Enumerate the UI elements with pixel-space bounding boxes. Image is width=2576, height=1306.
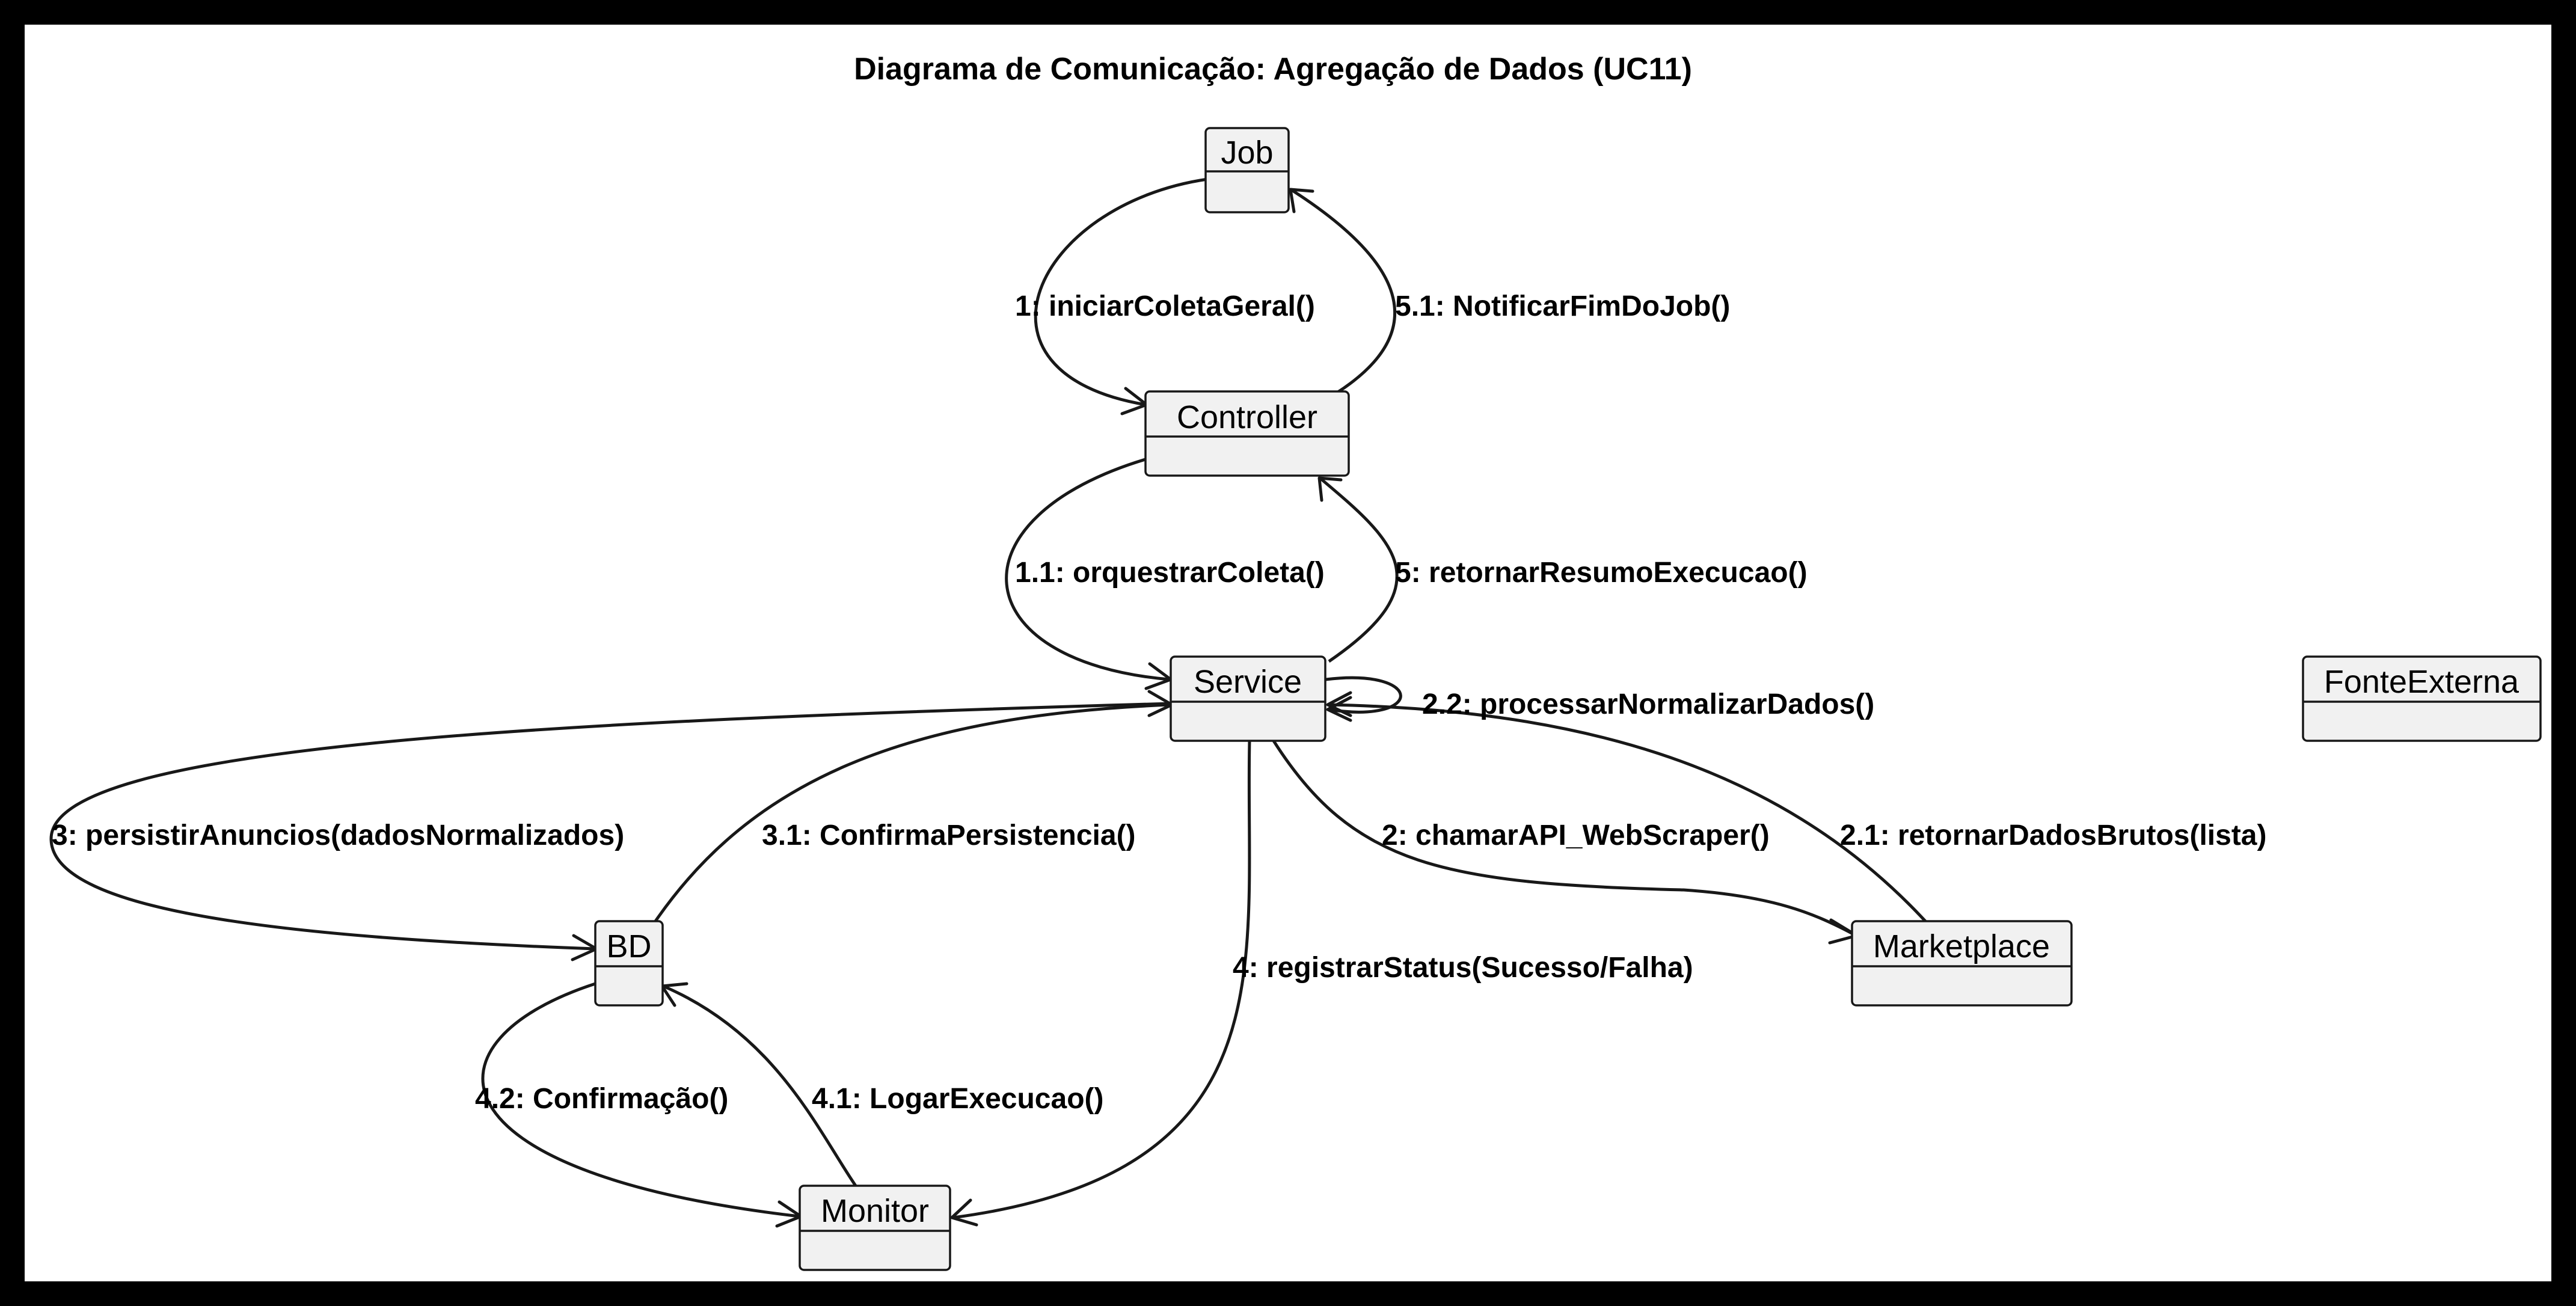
msg-3: 3: persistirAnuncios(dadosNormalizados) xyxy=(52,820,624,851)
object-marketplace-label: Marketplace xyxy=(1873,928,2050,964)
object-job[interactable]: Job xyxy=(1204,127,1290,213)
object-controller[interactable]: Controller xyxy=(1144,390,1350,477)
link-job-to-controller xyxy=(1034,177,1208,406)
object-monitor[interactable]: Monitor xyxy=(799,1185,951,1271)
msg-2-2: 2.2: processarNormalizarDados() xyxy=(1422,688,1874,720)
link-bd-to-monitor xyxy=(481,982,800,1218)
msg-2: 2: chamarAPI_WebScraper() xyxy=(1382,820,1770,851)
msg-5-1: 5.1: NotificarFimDoJob() xyxy=(1395,290,1730,322)
object-bd-label: BD xyxy=(606,928,651,964)
link-marketplace-to-service xyxy=(1328,703,1927,922)
msg-3-1: 3.1: ConfirmaPersistencia() xyxy=(762,820,1136,851)
object-marketplace[interactable]: Marketplace xyxy=(1851,920,2073,1007)
diagram-page xyxy=(25,25,2551,1281)
msg-5: 5: retornarResumoExecucao() xyxy=(1395,557,1808,589)
arrowhead-marketplace-to-service xyxy=(1326,691,1352,717)
msg-4-1: 4.1: LogarExecucao() xyxy=(812,1083,1103,1115)
diagram-title: Diagrama de Comunicação: Agregação de Da… xyxy=(854,52,1692,87)
msg-4-2: 4.2: Confirmação() xyxy=(475,1083,728,1115)
object-controller-label: Controller xyxy=(1177,399,1317,435)
object-fonte-externa[interactable]: FonteExterna xyxy=(2302,655,2542,742)
link-service-to-marketplace xyxy=(1272,740,1856,937)
message-labels: 1: iniciarColetaGeral() 5.1: NotificarFi… xyxy=(52,290,2266,1115)
arrowhead-service-to-monitor xyxy=(950,1198,978,1227)
link-monitor-to-bd xyxy=(663,984,857,1187)
object-job-label: Job xyxy=(1221,135,1273,171)
object-monitor-label: Monitor xyxy=(821,1193,929,1229)
msg-1-1: 1.1: orquestrarColeta() xyxy=(1015,557,1325,589)
object-service-label: Service xyxy=(1194,664,1302,700)
arrowhead-controller-to-job xyxy=(1289,188,1314,213)
link-controller-to-service xyxy=(1005,457,1170,681)
message-links xyxy=(49,177,1927,1228)
object-fonte-externa-label: FonteExterna xyxy=(2324,664,2519,700)
link-controller-to-job xyxy=(1290,188,1397,395)
object-bd[interactable]: BD xyxy=(594,920,664,1007)
object-service[interactable]: Service xyxy=(1170,655,1326,742)
link-service-self xyxy=(1325,676,1402,714)
link-bd-to-service xyxy=(654,703,1171,922)
msg-2-1: 2.1: retornarDadosBrutos(lista) xyxy=(1840,820,2266,851)
msg-4: 4: registrarStatus(Sucesso/Falha) xyxy=(1233,952,1693,984)
msg-1: 1: iniciarColetaGeral() xyxy=(1015,290,1315,322)
arrowhead-service-self xyxy=(1326,696,1352,722)
link-service-to-controller xyxy=(1319,477,1399,663)
link-service-to-monitor xyxy=(952,740,1251,1219)
arrowhead-service-to-controller xyxy=(1317,476,1343,502)
link-service-to-bd xyxy=(49,702,1171,951)
